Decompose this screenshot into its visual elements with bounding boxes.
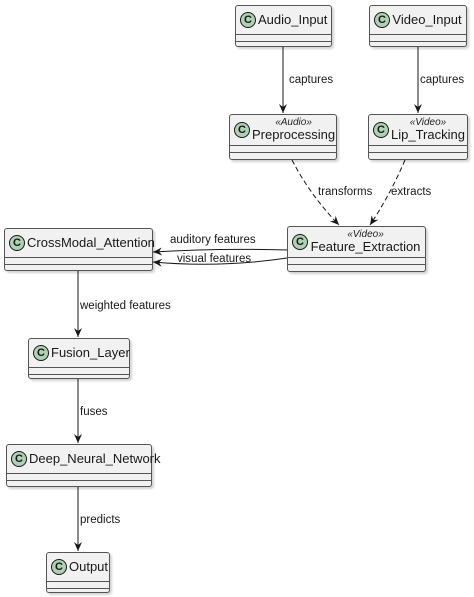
class-icon: C [373, 122, 389, 138]
edge-visual-features [152, 257, 288, 267]
class-video-input[interactable]: C Video_Input [369, 5, 467, 47]
edge-label-audio-captures: captures [289, 74, 334, 86]
class-name: Feature_Extraction [310, 239, 421, 255]
class-output[interactable]: C Output [46, 552, 110, 593]
class-audio-input[interactable]: C Audio_Input [235, 5, 332, 47]
class-icon: C [292, 234, 308, 250]
class-icon: C [234, 122, 250, 138]
edge-label-fuses: fuses [80, 406, 108, 418]
class-icon: C [9, 235, 25, 251]
edge-label-auditory-features: auditory features [170, 234, 256, 246]
class-stereotype: «Audio» [275, 116, 312, 128]
class-name: Fusion_Layer [51, 345, 130, 361]
class-name: Deep_Neural_Network [29, 451, 161, 467]
class-icon: C [51, 559, 67, 575]
edge-label-transforms: transforms [318, 186, 373, 198]
class-name: Preprocessing [252, 127, 336, 143]
edge-label-video-captures: captures [420, 74, 465, 86]
class-name: CrossModal_Attention [27, 235, 155, 251]
edge-label-extracts: extracts [391, 186, 432, 198]
class-preprocessing[interactable]: C «Audio» Preprocessing [229, 114, 337, 160]
class-icon: C [33, 345, 49, 361]
edge-label-visual-features: visual features [177, 253, 252, 265]
class-name: Video_Input [392, 12, 462, 28]
edge-label-weighted-features: weighted features [80, 300, 171, 312]
class-crossmodal-attention[interactable]: C CrossModal_Attention [4, 228, 155, 271]
edge-preprocessing-to-feature-extraction [291, 159, 340, 226]
class-icon: C [11, 451, 27, 467]
edge-auditory-features [152, 247, 288, 256]
edge-label-predicts: predicts [80, 514, 121, 526]
class-name: Lip_Tracking [391, 127, 465, 143]
class-name: Output [69, 559, 109, 575]
edge-lip-tracking-to-feature-extraction [369, 159, 406, 226]
class-icon: C [240, 12, 256, 28]
class-stereotype: «Video» [347, 228, 384, 240]
class-fusion-layer[interactable]: C Fusion_Layer [28, 338, 130, 379]
class-deep-neural-network[interactable]: C Deep_Neural_Network [6, 444, 161, 487]
class-name: Audio_Input [258, 12, 328, 28]
class-icon: C [374, 12, 390, 28]
class-feature-extraction[interactable]: C «Video» Feature_Extraction [287, 226, 426, 272]
class-lip-tracking[interactable]: C «Video» Lip_Tracking [368, 114, 468, 160]
class-stereotype: «Video» [409, 116, 447, 128]
